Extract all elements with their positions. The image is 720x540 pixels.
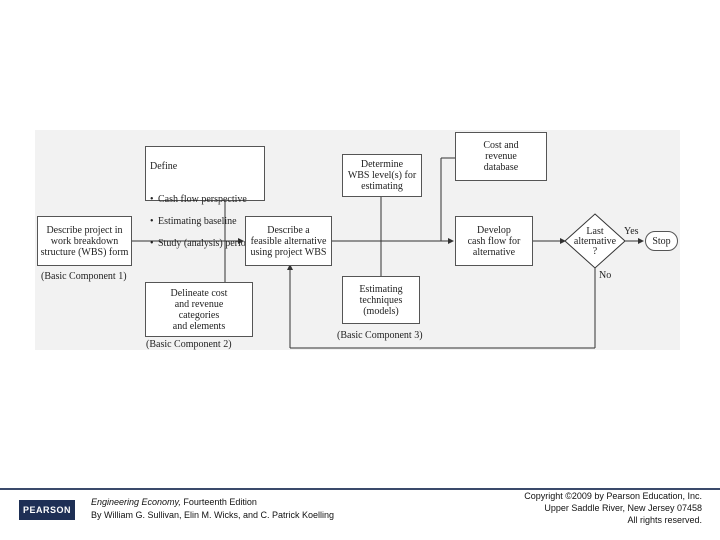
copyright-notice: Copyright ©2009 by Pearson Education, In… (524, 490, 702, 526)
flowchart: Define Cash flow perspective Estimating … (35, 130, 680, 350)
connector-lines (131, 157, 644, 349)
define-heading: Define (150, 161, 178, 172)
book-citation: Engineering Economy, Fourteenth Edition … (91, 496, 334, 522)
determine-wbs-box: Determine WBS level(s) for estimating (342, 154, 422, 197)
last-alternative-decision: Last alternative ? (573, 226, 617, 257)
define-box: Define Cash flow perspective Estimating … (145, 146, 265, 249)
develop-cash-flow-box: Develop cash flow for alternative (455, 216, 533, 266)
yes-label: Yes (624, 226, 639, 237)
define-bullet: Estimating baseline (150, 216, 251, 227)
basic-component-2-caption: (Basic Component 2) (146, 339, 232, 350)
basic-component-3-caption: (Basic Component 3) (337, 330, 423, 341)
stop-terminal: Stop (645, 231, 678, 251)
define-bullet: Study (analysis) period (150, 238, 251, 249)
define-bullet: Cash flow perspective (150, 194, 251, 205)
cost-revenue-database-box: Cost and revenue database (455, 132, 547, 181)
pearson-logo: PEARSON (19, 500, 75, 520)
delineate-box: Delineate cost and revenue categories an… (145, 282, 253, 337)
book-edition: Fourteenth Edition (180, 497, 257, 507)
describe-alternative-box: Describe a feasible alternative using pr… (245, 216, 332, 266)
no-label: No (599, 270, 612, 281)
estimating-techniques-box: Estimating techniques (models) (342, 276, 420, 324)
footer-divider (0, 488, 720, 490)
define-bullet-list: Cash flow perspective Estimating baselin… (150, 183, 251, 260)
book-title: Engineering Economy, (91, 497, 181, 507)
basic-component-1-caption: (Basic Component 1) (41, 271, 127, 282)
describe-project-box: Describe project in work breakdown struc… (37, 216, 132, 266)
copyright-line: Copyright ©2009 by Pearson Education, In… (524, 491, 702, 501)
copyright-line: Upper Saddle River, New Jersey 07458 (544, 503, 702, 513)
book-title-line: Engineering Economy, Fourteenth Edition (91, 496, 334, 509)
copyright-line: All rights reserved. (627, 515, 702, 525)
book-authors: By William G. Sullivan, Elin M. Wicks, a… (91, 510, 335, 520)
